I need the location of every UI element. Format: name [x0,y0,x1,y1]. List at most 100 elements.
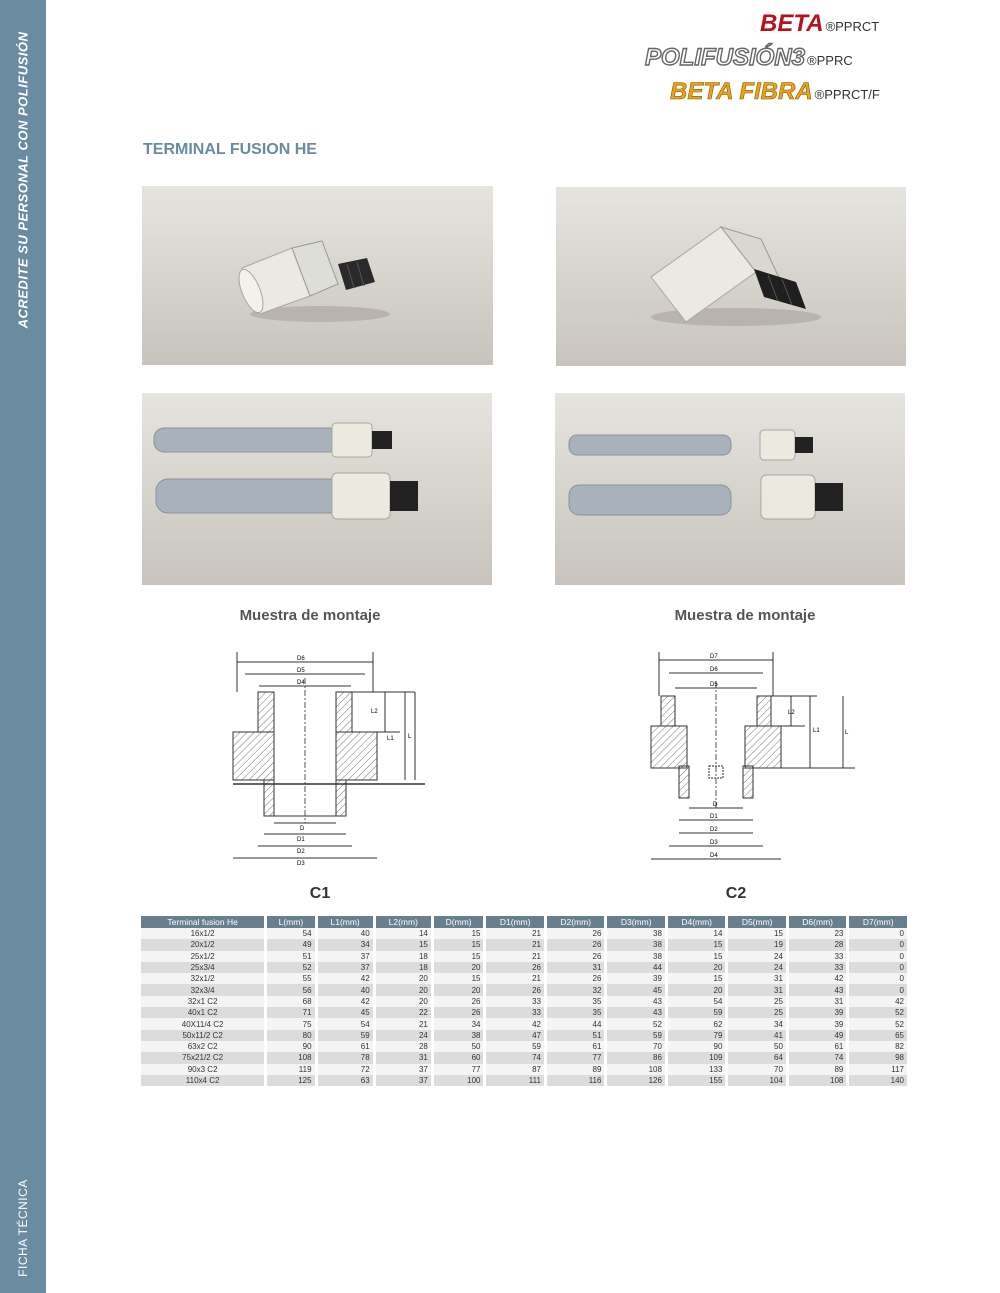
table-cell: 35 [546,995,605,1008]
dim-c1-top-0: D6 [297,656,305,662]
table-cell: 21 [486,939,544,951]
table-cell: 75 [267,1018,315,1030]
dim-c2-side-2: L [845,730,849,736]
table-cell: 62 [667,1018,726,1030]
row-model: 20x1/2 [141,939,265,951]
table-cell: 82 [849,1040,907,1053]
row-model: 110x4 C2 [141,1074,265,1087]
table-cell: 54 [317,1018,373,1030]
table-cell: 52 [849,1018,907,1030]
dim-c1-top-2: D4 [297,680,305,686]
sidebar-bottom-text: FICHA TÉCNICA [16,1179,30,1277]
table-cell: 0 [849,939,907,951]
row-model: 25x3/4 [141,961,265,974]
table-cell: 117 [849,1063,907,1075]
column-header: L1(mm) [317,916,373,928]
table-cell: 108 [267,1052,315,1064]
table-cell: 98 [849,1052,907,1064]
table-cell: 42 [317,995,373,1008]
table-cell: 39 [788,1007,847,1019]
table-cell: 63 [317,1074,373,1087]
technical-drawing-c1: L2 L1 L D6 D5 D4 D D1 D2 D3 [232,652,425,867]
row-model: 16x1/2 [141,928,265,940]
diagram-c2-label: C2 [725,885,747,902]
table-cell: 28 [375,1040,431,1053]
fitting-closeup-illustration [650,226,821,326]
row-model: 40x1 C2 [141,1007,265,1019]
table-cell: 37 [375,1074,431,1087]
table-cell: 15 [667,973,726,985]
row-model: 40X11/4 C2 [141,1018,265,1030]
table-cell: 20 [667,961,726,974]
table-cell: 45 [607,984,665,996]
table-cell: 104 [728,1074,786,1087]
table-cell: 20 [667,984,726,996]
table-cell: 47 [486,1029,544,1041]
table-cell: 49 [788,1029,847,1041]
table-cell: 77 [433,1063,484,1075]
table-cell: 87 [486,1063,544,1075]
table-cell: 20 [433,961,484,974]
table-cell: 15 [667,950,726,962]
dim-c2-top-1: D6 [710,667,718,673]
dim-c2-bottom-3: D3 [710,840,718,846]
table-cell: 37 [317,961,373,974]
table-cell: 35 [546,1007,605,1019]
table-cell: 54 [267,928,315,940]
row-model: 32x1/2 [141,973,265,985]
technical-drawing-c2: L2 L1 L D7 D6 D5 D D1 D2 D3 D4 [650,652,855,860]
table-cell: 19 [728,939,786,951]
table-cell: 52 [607,1018,665,1030]
sidebar: ACREDITE SU PERSONAL CON POLIFUSIÓN FICH… [0,0,46,1293]
column-header: Terminal fusion He [141,916,265,928]
table-cell: 33 [788,950,847,962]
table-cell: 26 [546,950,605,962]
table-cell: 51 [546,1029,605,1041]
table-cell: 60 [433,1052,484,1064]
table-cell: 86 [607,1052,665,1064]
table-cell: 59 [317,1029,373,1041]
diagram-c1: L2 L1 L D6 D5 D4 D D1 D2 D3 [225,648,435,868]
table-cell: 20 [375,995,431,1008]
table-cell: 26 [546,928,605,940]
dim-c2-bottom-4: D4 [710,853,718,859]
table-cell: 51 [267,950,315,962]
table-cell: 77 [546,1052,605,1064]
dim-c1-top-1: D5 [297,668,305,674]
table-cell: 71 [267,1007,315,1019]
column-header: D3(mm) [607,916,665,928]
table-cell: 49 [267,939,315,951]
table-cell: 50 [728,1040,786,1053]
table-cell: 56 [267,984,315,996]
table-cell: 100 [433,1074,484,1087]
table-cell: 52 [849,1007,907,1019]
table-cell: 24 [728,961,786,974]
dim-c1-side-0: L2 [371,709,378,715]
table-cell: 33 [486,1007,544,1019]
table-cell: 72 [317,1063,373,1075]
table-cell: 15 [728,928,786,940]
dim-c1-bottom-0: D [300,826,305,832]
table-cell: 39 [788,1018,847,1030]
table-cell: 25 [728,1007,786,1019]
table-cell: 32 [546,984,605,996]
table-cell: 15 [433,950,484,962]
table-cell: 55 [267,973,315,985]
table-cell: 0 [849,928,907,940]
table-cell: 64 [728,1052,786,1064]
table-cell: 61 [317,1040,373,1053]
table-cell: 37 [317,950,373,962]
table-cell: 38 [433,1029,484,1041]
dim-c1-bottom-2: D2 [297,849,305,855]
diagram-c2: L2 L1 L D7 D6 D5 D D1 D2 D3 D4 [645,648,865,868]
column-header: D4(mm) [667,916,726,928]
